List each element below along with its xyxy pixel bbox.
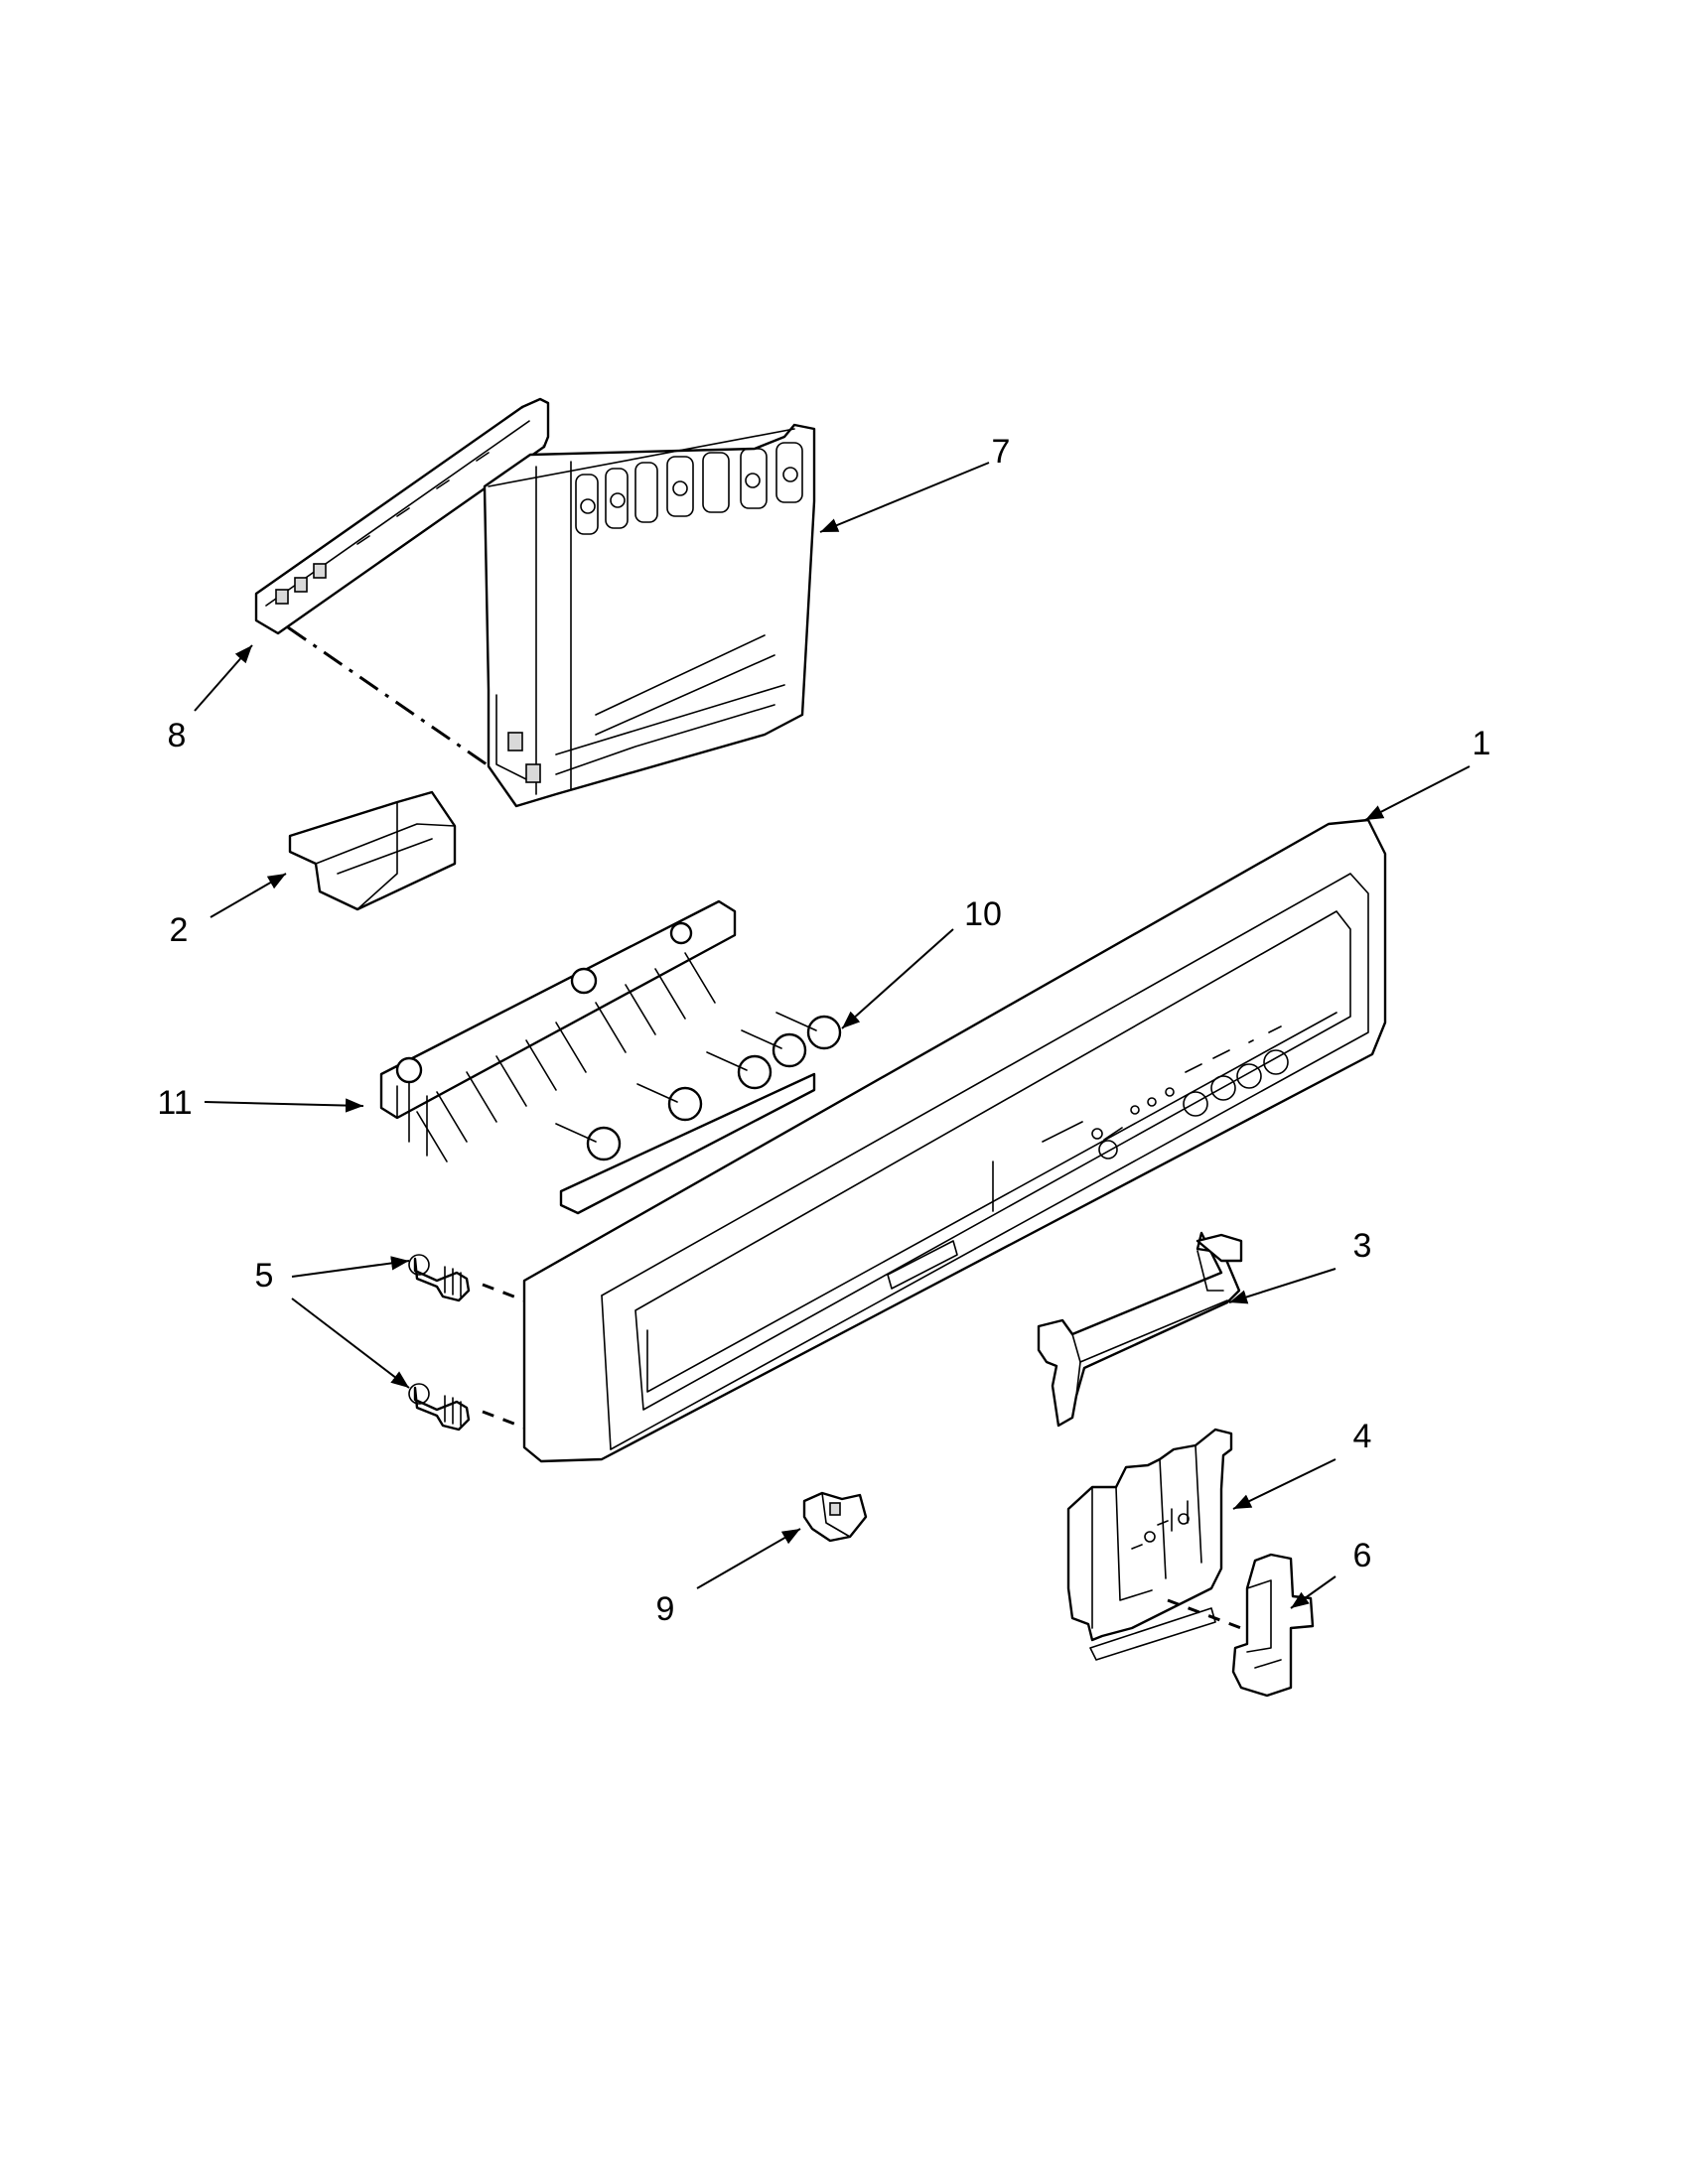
callout-3: 3 <box>1353 1227 1372 1265</box>
leader-arrow-7 <box>819 462 990 533</box>
part-6-actuator[interactable] <box>1231 1553 1315 1698</box>
callout-labels: 1 2 3 4 5 6 7 8 9 10 11 <box>157 433 1490 1628</box>
part-5-screw-upper[interactable] <box>408 1254 471 1302</box>
part-1-console-panel[interactable] <box>522 818 1387 1463</box>
part-5-screw-lower[interactable] <box>408 1383 471 1432</box>
assembly-line-screw-upper <box>482 1283 525 1302</box>
assembly-line-4-to-6 <box>1167 1598 1242 1630</box>
assembly-line-screw-lower <box>482 1410 525 1430</box>
callout-5: 5 <box>255 1257 274 1295</box>
leader-arrow-3 <box>1228 1268 1336 1304</box>
callout-11: 11 <box>157 1084 192 1122</box>
callout-4: 4 <box>1353 1418 1372 1455</box>
part-9-connector[interactable] <box>802 1491 868 1543</box>
leader-arrow-2 <box>210 873 287 918</box>
part-3-harness-clip[interactable] <box>1037 1231 1243 1428</box>
part-4-switch-assembly[interactable] <box>1066 1428 1233 1661</box>
callout-8: 8 <box>168 717 187 754</box>
assembly-line-8-to-7 <box>287 625 488 766</box>
leader-arrow-1 <box>1364 765 1471 821</box>
assembly-lines <box>287 625 1242 1630</box>
leader-arrow-10 <box>841 928 954 1029</box>
part-2-bracket[interactable] <box>288 790 457 911</box>
part-8-terminal-strip[interactable] <box>254 397 550 635</box>
callout-9: 9 <box>656 1590 675 1628</box>
callout-2: 2 <box>170 911 189 949</box>
callout-1: 1 <box>1473 725 1491 762</box>
leader-arrow-4 <box>1232 1458 1336 1510</box>
part-11-switch-bar[interactable] <box>379 899 842 1215</box>
leader-arrow-6 <box>1290 1575 1336 1609</box>
callout-10: 10 <box>964 895 1002 933</box>
leader-arrow-8 <box>194 644 253 712</box>
leader-arrow-11 <box>204 1098 364 1113</box>
leader-arrow-9 <box>696 1528 801 1589</box>
callout-7: 7 <box>992 433 1011 471</box>
callout-6: 6 <box>1353 1537 1372 1574</box>
leader-arrows <box>194 462 1471 1609</box>
part-7-control-module[interactable] <box>483 423 816 808</box>
leader-arrow-5b <box>291 1297 410 1389</box>
leader-arrow-5a <box>291 1256 410 1278</box>
